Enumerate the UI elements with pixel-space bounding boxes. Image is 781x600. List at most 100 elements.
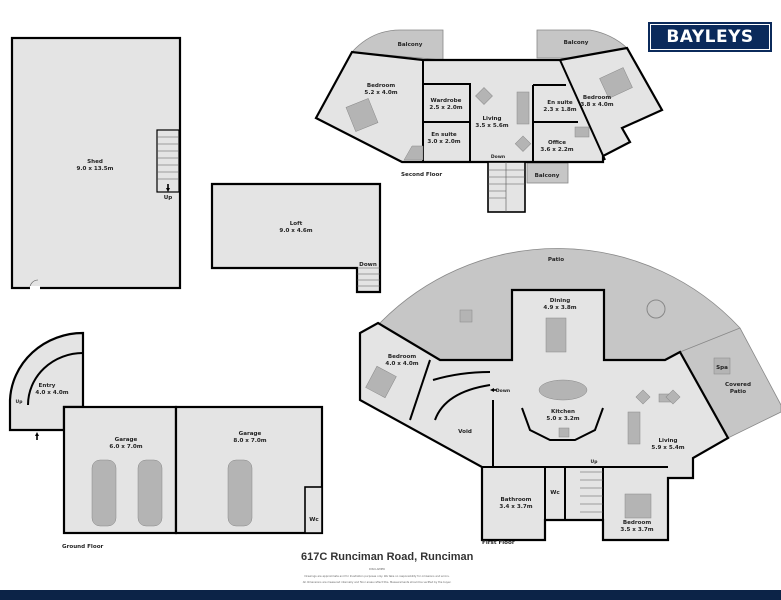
car-icon bbox=[137, 459, 163, 527]
room-size: 5.2 x 4.0m bbox=[364, 90, 397, 96]
shed-stair-label: Up bbox=[164, 195, 173, 201]
wc-label: Wc bbox=[550, 490, 560, 496]
room-name: Bathroom bbox=[501, 497, 532, 503]
bed-icon bbox=[624, 493, 652, 519]
room-name: Garage bbox=[115, 437, 138, 443]
shed-size: 9.0 x 13.5m bbox=[76, 166, 113, 172]
room-name: En suite bbox=[547, 100, 573, 106]
void-label: Void bbox=[458, 429, 472, 435]
balcony-left bbox=[351, 29, 444, 61]
chair-icon bbox=[475, 87, 493, 105]
door-opening bbox=[30, 286, 40, 290]
chair-icon bbox=[459, 309, 473, 323]
covered-patio-label: Patio bbox=[730, 389, 746, 395]
room-size: 2.5 x 2.0m bbox=[429, 105, 462, 111]
up-arrow-icon bbox=[166, 184, 170, 192]
wc-room bbox=[304, 486, 323, 534]
floor-label: Ground Floor bbox=[62, 544, 104, 550]
disclaimer-title: DISCLAIMER bbox=[369, 567, 385, 571]
bed-icon bbox=[599, 67, 633, 99]
second-floor: Bedroom 5.2 x 4.0m Wardrobe 2.5 x 2.0m E… bbox=[314, 29, 664, 213]
room-size: 4.0 x 4.0m bbox=[35, 390, 68, 396]
wc-label: Wc bbox=[309, 517, 319, 523]
patio-label: Patio bbox=[548, 257, 564, 263]
stair-label: Down bbox=[496, 388, 510, 394]
covered-patio-label: Covered bbox=[725, 382, 751, 388]
room-name: Living bbox=[482, 116, 501, 122]
shed: Up Shed 9.0 x 13.5m bbox=[10, 36, 182, 290]
shower-icon bbox=[403, 145, 424, 161]
stair-label: Up bbox=[16, 399, 24, 405]
desk-icon bbox=[574, 126, 590, 138]
room-name: Living bbox=[658, 438, 677, 444]
car-icon bbox=[91, 459, 117, 527]
logo-text: BAYLEYS bbox=[650, 24, 770, 50]
room-size: 3.0 x 2.0m bbox=[427, 139, 460, 145]
shed-name: Shed bbox=[87, 159, 103, 165]
first-floor-outline bbox=[358, 288, 730, 542]
loft: Loft 9.0 x 4.6m Down bbox=[210, 182, 382, 294]
sofa-icon bbox=[627, 411, 641, 445]
loft-stair-label: Down bbox=[359, 262, 377, 268]
room-name: En suite bbox=[431, 132, 457, 138]
bed-icon bbox=[345, 98, 379, 132]
spa-label: Spa bbox=[716, 365, 728, 371]
room-name: Bedroom bbox=[583, 95, 612, 101]
floor-label: Second Floor bbox=[401, 172, 442, 178]
bed-icon bbox=[365, 365, 397, 399]
spa-icon bbox=[713, 357, 731, 375]
room-size: 2.3 x 1.8m bbox=[543, 107, 576, 113]
stair-label: Down bbox=[491, 154, 505, 160]
sofa-icon bbox=[516, 91, 530, 125]
ground-floor: Entry 4.0 x 4.0m Garage 6.0 x 7.0m Garag… bbox=[8, 331, 324, 550]
room-name: Bedroom bbox=[623, 520, 652, 526]
room-name: Kitchen bbox=[551, 409, 575, 415]
room-size: 3.5 x 5.6m bbox=[475, 123, 508, 129]
room-size: 3.6 x 2.2m bbox=[540, 147, 573, 153]
left-arrow-icon bbox=[490, 388, 497, 393]
room-name: Entry bbox=[39, 383, 56, 389]
room-size: 4.0 x 4.0m bbox=[385, 361, 418, 367]
car-icon bbox=[227, 459, 253, 527]
balcony-label: Balcony bbox=[535, 173, 560, 179]
room-size: 4.9 x 3.8m bbox=[543, 305, 576, 311]
balcony-label: Balcony bbox=[564, 40, 589, 46]
room-size: 6.0 x 7.0m bbox=[109, 444, 142, 450]
dining-table-icon bbox=[545, 317, 567, 353]
room-name: Bedroom bbox=[388, 354, 417, 360]
balcony-label: Balcony bbox=[398, 42, 423, 48]
entry-outline bbox=[8, 331, 85, 432]
shed-outline bbox=[10, 36, 182, 290]
room-name: Office bbox=[548, 140, 566, 146]
room-size: 3.5 x 3.7m bbox=[620, 527, 653, 533]
bayleys-logo: BAYLEYS bbox=[648, 22, 772, 52]
room-size: 3.8 x 4.0m bbox=[580, 102, 613, 108]
shed-stairs bbox=[156, 129, 180, 193]
room-name: Garage bbox=[239, 431, 262, 437]
chair-icon bbox=[514, 135, 532, 152]
floor-label: First Floor bbox=[482, 540, 515, 546]
room-size: 5.9 x 5.4m bbox=[651, 445, 684, 451]
loft-size: 9.0 x 4.6m bbox=[279, 228, 312, 234]
loft-stair-treads bbox=[357, 273, 380, 287]
loft-name: Loft bbox=[290, 221, 303, 227]
room-size: 3.4 x 3.7m bbox=[499, 504, 532, 510]
kitchen-island-icon bbox=[538, 379, 588, 401]
second-floor-stairs bbox=[487, 161, 526, 213]
disclaimer-line: All dimensions are measured internally a… bbox=[303, 580, 452, 584]
disclaimer-line: Drawings are approximate and for illustr… bbox=[304, 574, 449, 578]
chair-icon bbox=[635, 389, 651, 405]
outdoor-table-icon bbox=[646, 299, 666, 319]
chair-icon bbox=[665, 389, 681, 405]
first-floor: Patio Dining 4.9 x 3.8m Bedroom 4.0 x 4.… bbox=[358, 248, 781, 546]
stair-label: Up bbox=[591, 459, 599, 465]
cooktop-icon bbox=[558, 427, 570, 438]
room-size: 8.0 x 7.0m bbox=[233, 438, 266, 444]
footer-bar bbox=[0, 590, 781, 600]
room-name: Wardrobe bbox=[431, 98, 462, 104]
property-address: 617C Runciman Road, Runciman bbox=[301, 551, 474, 563]
room-name: Bedroom bbox=[367, 83, 396, 89]
room-size: 5.0 x 3.2m bbox=[546, 416, 579, 422]
room-name: Dining bbox=[550, 298, 570, 304]
